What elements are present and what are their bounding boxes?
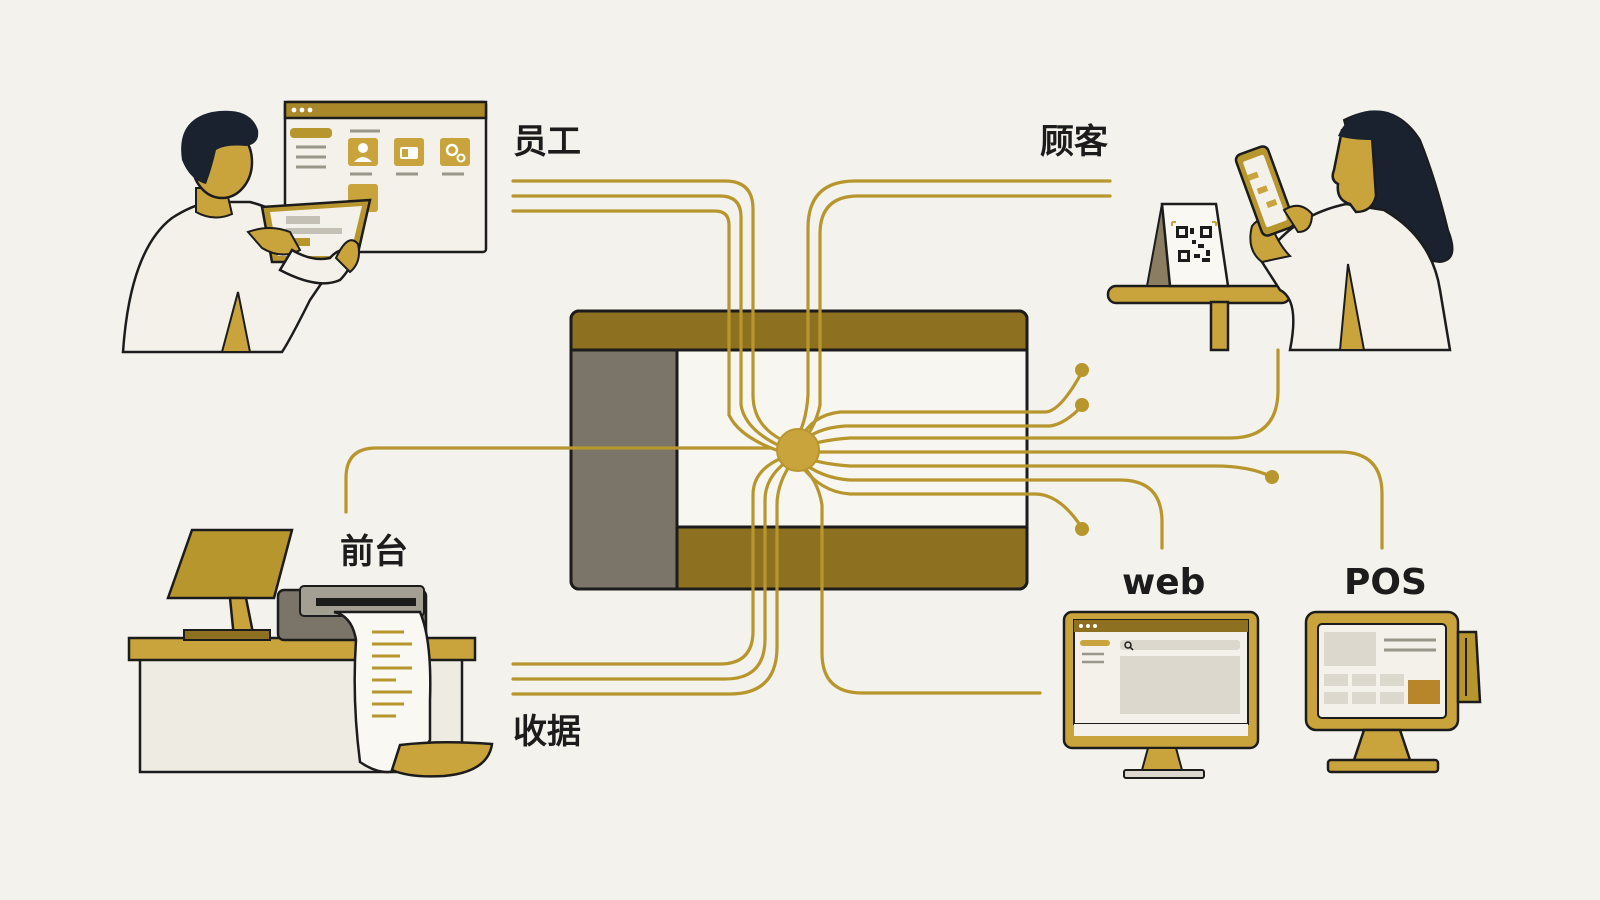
line-staff-3 — [511, 209, 784, 454]
line-dot-4 — [798, 462, 1084, 530]
web-monitor-illustration — [1062, 610, 1260, 779]
line-web — [798, 458, 1164, 550]
pos-label: POS — [1344, 562, 1427, 603]
staff-hair — [181, 110, 259, 184]
staff-illustration — [121, 100, 488, 354]
connector-dot — [1075, 363, 1089, 377]
line-dot-1 — [798, 370, 1084, 442]
customer-label: 顾客 — [1040, 122, 1108, 162]
line-customer-1 — [793, 179, 1112, 442]
customer-phone — [1234, 145, 1296, 237]
connector-dot — [1265, 470, 1279, 484]
receipt-paper — [333, 610, 494, 778]
line-pos — [798, 450, 1384, 550]
line-receipt-3 — [511, 463, 792, 696]
window-footer-bar — [675, 525, 1029, 591]
customer-illustration — [1106, 110, 1454, 352]
central-hub-node — [776, 428, 820, 472]
gear-icon — [440, 138, 470, 166]
line-receipt-2 — [511, 460, 788, 681]
connector-dot — [1075, 398, 1089, 412]
window-sidebar-panel — [569, 348, 679, 591]
qr-code-stand — [1145, 202, 1230, 288]
web-label: web — [1122, 562, 1206, 603]
front-desk-label: 前台 — [340, 532, 408, 572]
window-header-bar — [569, 309, 1029, 352]
line-front-desk — [344, 446, 772, 514]
line-staff-1 — [511, 179, 784, 442]
wallet-icon — [394, 138, 424, 166]
qr-code-icon — [1176, 226, 1212, 262]
search-icon — [1124, 641, 1134, 651]
connector-lines — [344, 179, 1384, 696]
pos-terminal-illustration — [1304, 610, 1482, 774]
line-receipt-1 — [511, 456, 784, 666]
staff-label: 员工 — [513, 122, 581, 162]
front-desk-monitor — [166, 528, 294, 641]
cafe-table — [1106, 284, 1292, 305]
front-desk-illustration — [127, 528, 494, 778]
line-staff-2 — [511, 194, 784, 449]
person-icon — [348, 138, 378, 166]
receipt-label: 收据 — [513, 712, 581, 752]
connector-dot — [1075, 522, 1089, 536]
connector-end-dots — [1075, 363, 1279, 536]
